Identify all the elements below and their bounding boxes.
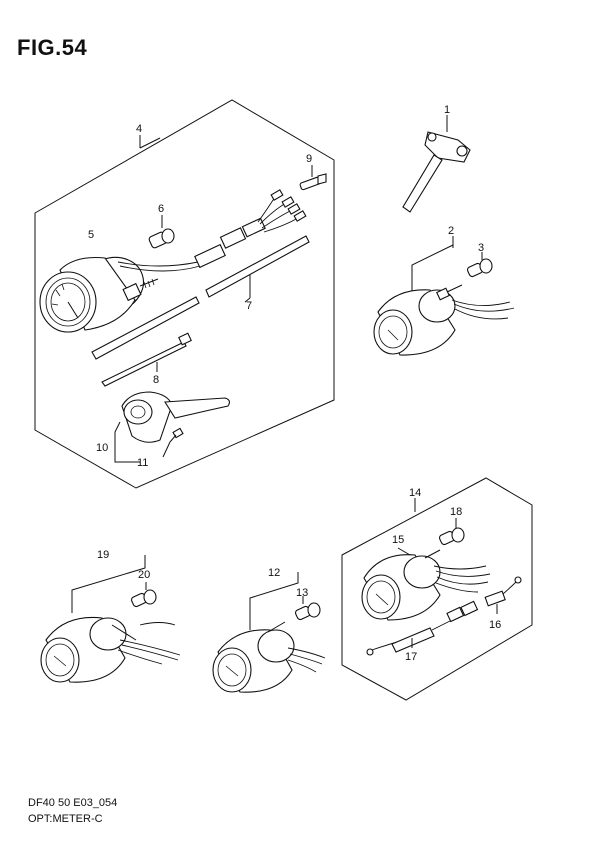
kit-14-outline bbox=[341, 477, 533, 701]
callout-12: 12 bbox=[268, 567, 280, 579]
kit-4-outline bbox=[34, 99, 335, 489]
bulb-part-20 bbox=[130, 582, 157, 608]
tube-part-7 bbox=[91, 235, 310, 360]
harness-4 bbox=[194, 189, 307, 269]
footer-model-code: DF40 50 E03_054 bbox=[28, 797, 118, 809]
callout-5: 5 bbox=[88, 229, 94, 241]
gauge-part-12 bbox=[212, 621, 326, 693]
gauge-part-15 bbox=[361, 547, 491, 621]
bulb-part-6 bbox=[148, 215, 175, 249]
callout-16: 16 bbox=[489, 619, 501, 631]
callout-1: 1 bbox=[444, 104, 450, 116]
cable-tie-part-8 bbox=[101, 332, 192, 387]
kit-12-bracket bbox=[249, 572, 299, 630]
harness-part-16 bbox=[484, 576, 522, 614]
kit-19-bracket bbox=[71, 555, 146, 613]
harness-part-17 bbox=[366, 600, 479, 656]
callout-19: 19 bbox=[97, 549, 109, 561]
callout-7: 7 bbox=[246, 300, 252, 312]
bulb-part-18 bbox=[438, 518, 465, 546]
gauge-part-19 bbox=[40, 616, 181, 683]
gauge-part-5 bbox=[39, 256, 201, 333]
callout-17: 17 bbox=[405, 651, 417, 663]
callout-3: 3 bbox=[478, 242, 484, 254]
callout-11: 11 bbox=[137, 457, 148, 469]
gauge-part-2 bbox=[373, 284, 515, 356]
callout-13: 13 bbox=[296, 587, 308, 599]
lever-part-1 bbox=[402, 115, 471, 213]
callout-15: 15 bbox=[392, 534, 404, 546]
callout-6: 6 bbox=[158, 203, 164, 215]
callout-2: 2 bbox=[448, 225, 454, 237]
screw-part-11 bbox=[162, 427, 184, 458]
figure-title: FIG.54 bbox=[17, 35, 88, 60]
footer-section-name: OPT:METER-C bbox=[28, 813, 103, 825]
bulb-part-13 bbox=[294, 596, 321, 621]
callout-10: 10 bbox=[96, 442, 108, 454]
callout-18: 18 bbox=[450, 506, 462, 518]
callout-4: 4 bbox=[136, 123, 142, 135]
callout-14: 14 bbox=[409, 487, 421, 499]
callout-20: 20 bbox=[138, 569, 150, 581]
callout-8: 8 bbox=[153, 374, 159, 386]
sender-part-10 bbox=[114, 391, 230, 463]
callout-9: 9 bbox=[306, 153, 312, 165]
bulb-part-3 bbox=[466, 252, 493, 278]
terminal-part-9 bbox=[299, 165, 327, 191]
